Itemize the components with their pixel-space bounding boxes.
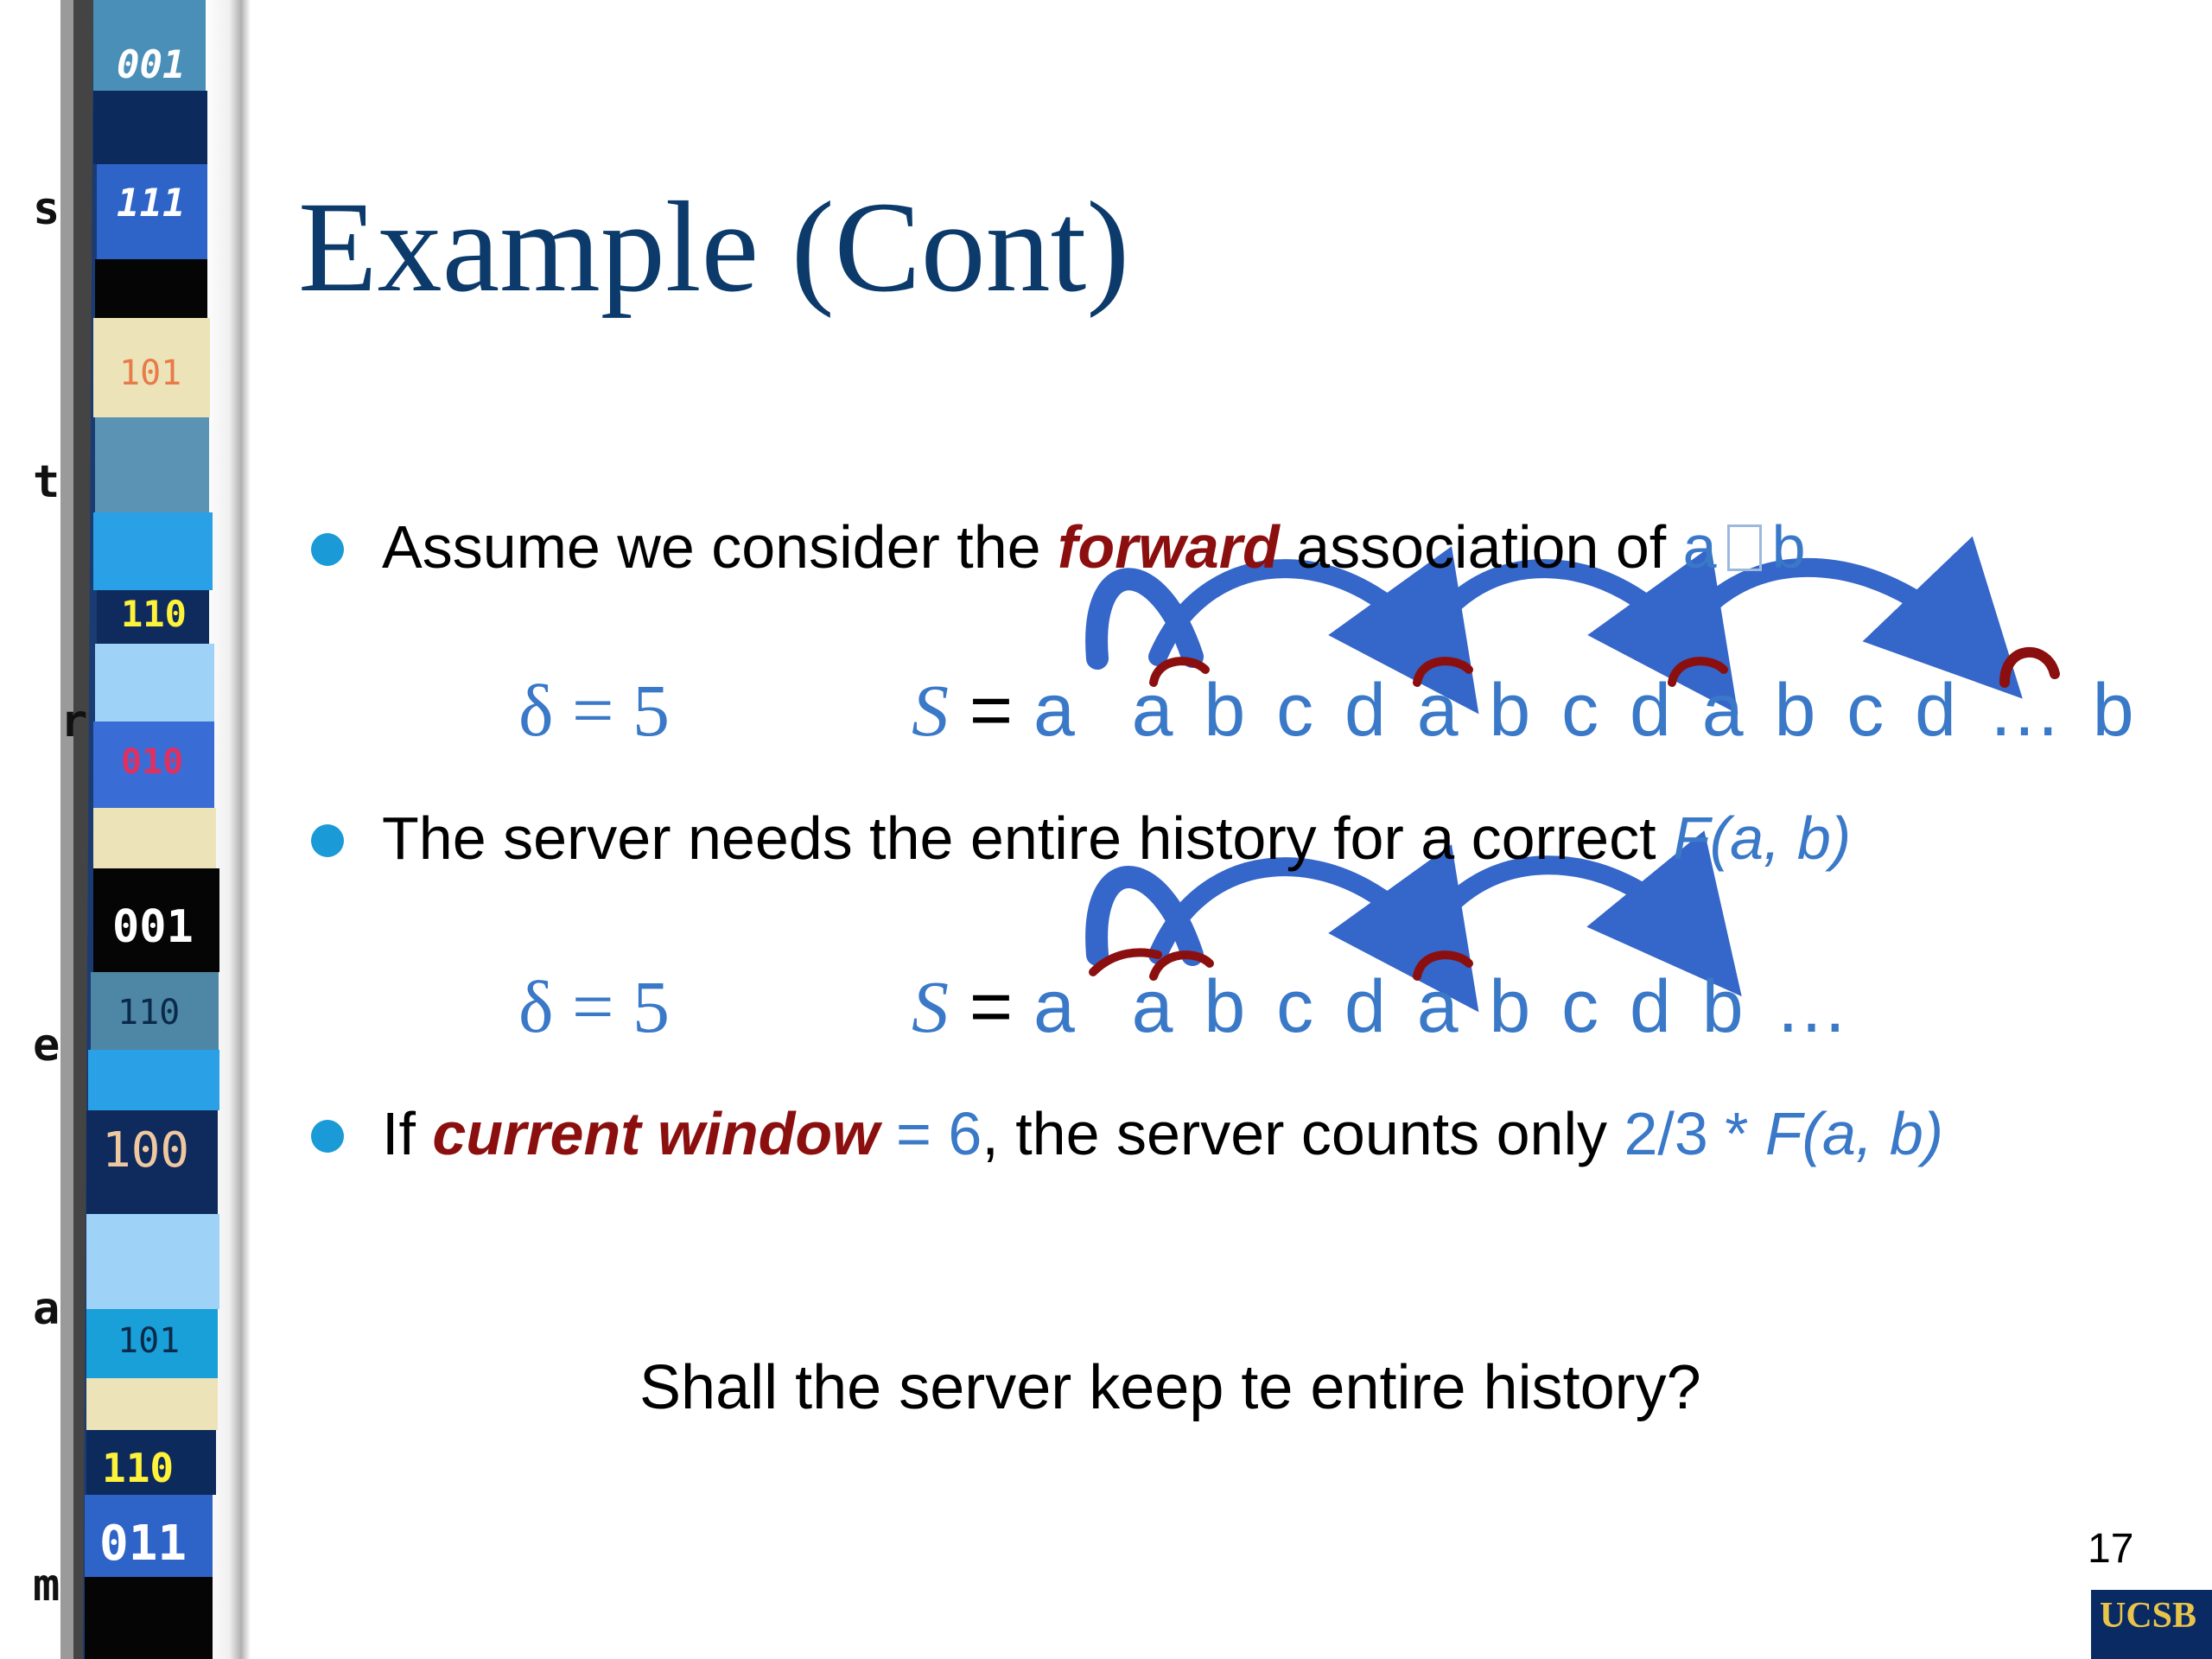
arrow-2 — [1148, 546, 1479, 715]
missing-glyph-icon — [1726, 524, 1762, 571]
sequence-2: S = a a b c d a b c d b … — [912, 965, 1854, 1048]
stream-letter-r: r — [60, 696, 88, 747]
stream-code: 010 — [121, 742, 183, 782]
stream-letter-a: a — [33, 1283, 60, 1335]
stream-letter-t: t — [33, 456, 60, 508]
bullet-dot — [311, 533, 344, 566]
arrow-5 — [1085, 866, 1204, 966]
bullet-dot — [311, 1120, 344, 1153]
ucsb-logo: UCSB — [2091, 1590, 2212, 1659]
stream-code: 101 — [119, 353, 181, 393]
closing-question: Shall the server keep te entire history? — [639, 1353, 1701, 1422]
arrow-6 — [1148, 844, 1479, 1013]
stream-code: 100 — [102, 1122, 189, 1179]
stream-code: 110 — [121, 593, 187, 635]
bullet-dot — [311, 824, 344, 857]
stream-code: 110 — [118, 993, 180, 1033]
stream-letter-s: s — [33, 183, 60, 235]
emphasis-current-window: current window — [432, 1100, 880, 1167]
logo-text: UCSB — [2100, 1596, 2197, 1636]
stream-code: 001 — [117, 43, 185, 87]
stream-code: 001 — [112, 901, 194, 953]
stream-letter-e: e — [33, 1020, 60, 1071]
page-title: Example (Cont) — [298, 175, 1130, 319]
sequence-1: S = a a b c d a b c d a b c d … b — [912, 669, 2139, 752]
emphasis-forward: forward — [1058, 513, 1280, 581]
stream-letter-m: m — [33, 1560, 60, 1611]
arrow-3 — [1408, 546, 1738, 715]
bullet-2-text: The server needs the entire history for … — [382, 804, 1852, 872]
stream-decoration: 001 111 101 110 010 001 110 100 101 110 … — [0, 0, 251, 1659]
stream-code: 101 — [118, 1321, 180, 1361]
bullet-1-text: Assume we consider the forward associati… — [382, 513, 1806, 581]
stream-code: 110 — [102, 1445, 174, 1491]
delta-1: δ = 5 — [518, 669, 671, 752]
bullet-3-text: If current window = 6, the server counts… — [382, 1100, 1944, 1167]
arrow-1 — [1085, 568, 1204, 670]
stream-code: 111 — [117, 181, 185, 226]
slide-number: 17 — [2088, 1526, 2134, 1572]
stream-code: 011 — [99, 1516, 187, 1572]
delta-2: δ = 5 — [518, 965, 671, 1048]
arrow-7 — [1408, 830, 1742, 997]
